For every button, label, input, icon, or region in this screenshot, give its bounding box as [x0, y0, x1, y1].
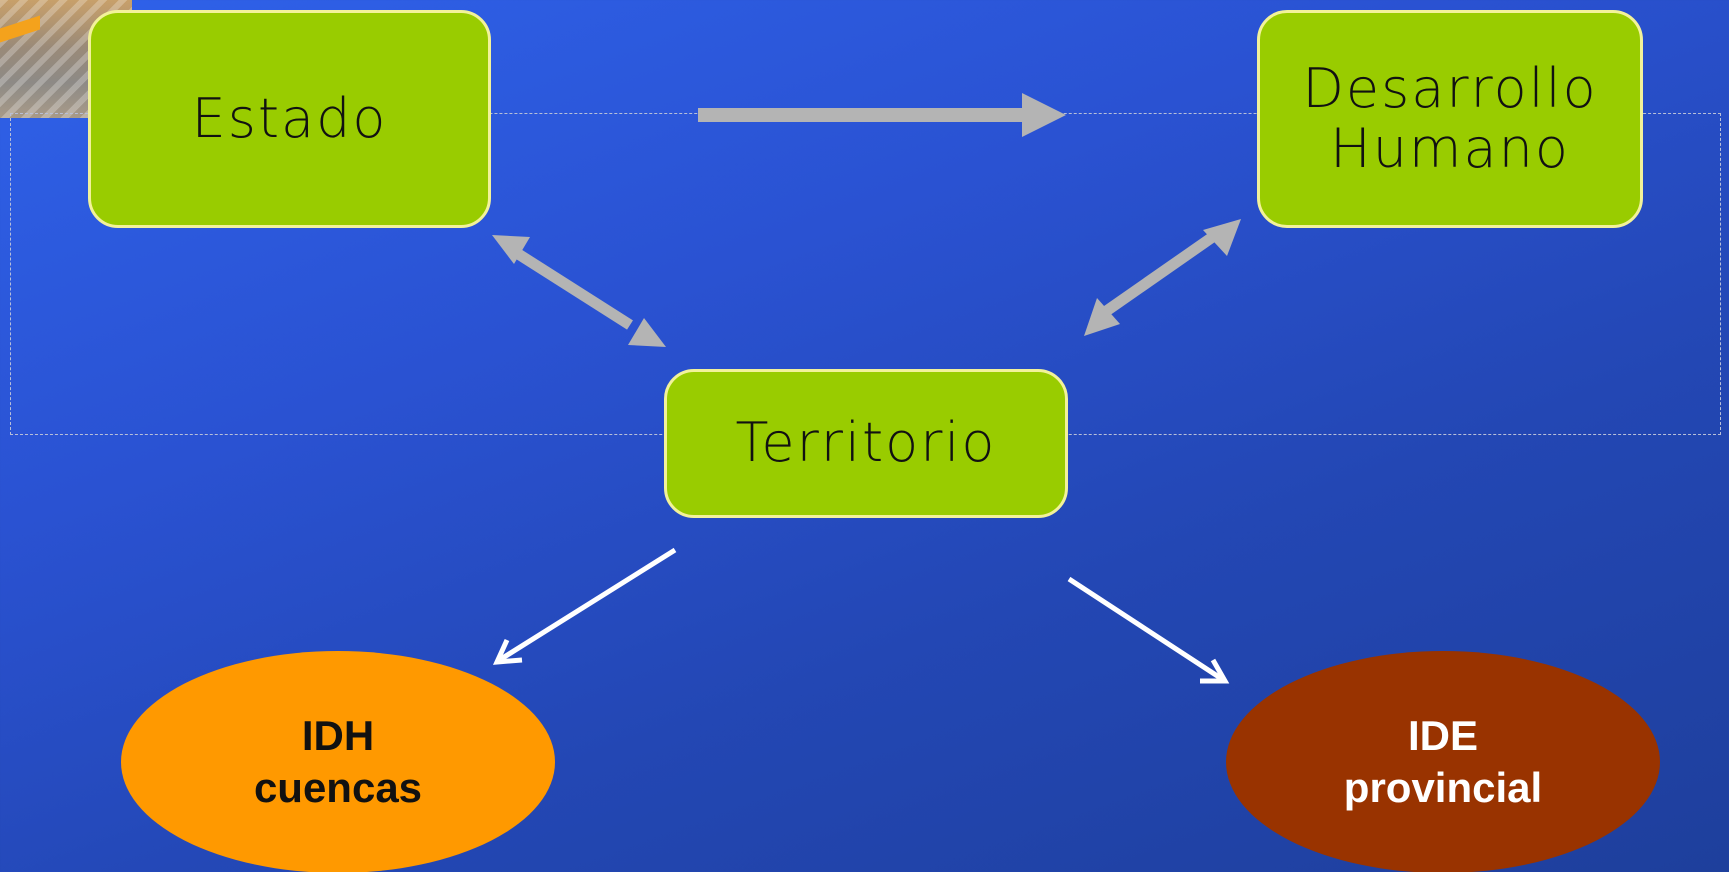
node-desarrollo-label-line2: Humano [1330, 117, 1570, 180]
node-idh-label-line2: cuencas [253, 764, 423, 811]
node-desarrollo-humano: Desarrollo Humano [1257, 10, 1643, 228]
node-estado: Estado [88, 10, 491, 228]
node-territorio: Territorio [664, 369, 1068, 518]
node-idh-cuencas: IDH cuencas [121, 651, 555, 872]
arrow-territorio-to-idh [492, 547, 677, 665]
arrow-territorio-to-ide [1067, 576, 1230, 684]
node-territorio-label: Territorio [735, 411, 997, 475]
node-desarrollo-label-line1: Desarrollo [1302, 56, 1598, 120]
node-ide-provincial: IDE provincial [1226, 651, 1660, 872]
node-ide-label-line2: provincial [1343, 764, 1543, 811]
node-idh-label-line1: IDH [301, 711, 375, 759]
node-estado-label: Estado [191, 86, 388, 150]
node-ide-label-line1: IDE [1407, 711, 1478, 759]
corner-decoration-stripe [0, 15, 40, 43]
